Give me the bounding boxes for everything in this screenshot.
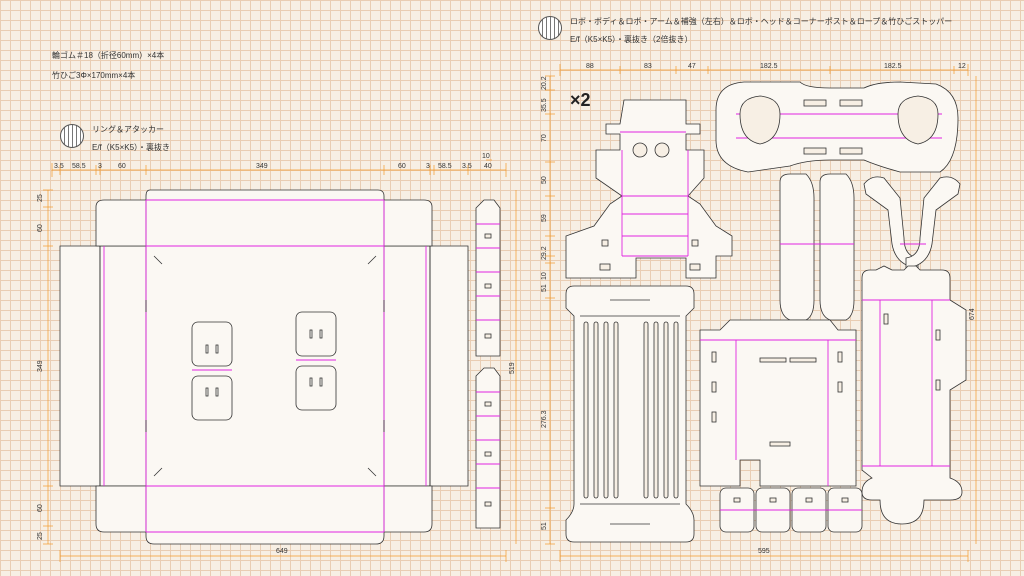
dim-label: 51: [541, 522, 548, 530]
left-dimensions: [43, 159, 517, 562]
corrugated-swatch-icon: [538, 16, 562, 40]
attacker-strip: [475, 199, 501, 529]
dim-label: 3: [426, 163, 430, 170]
dim-label: 3: [98, 163, 102, 170]
quantity-multiplier: ×2: [570, 90, 591, 110]
dim-label: 35.5: [541, 98, 548, 112]
dim-label: 20.2: [541, 76, 548, 90]
dim-label: 182.5: [760, 63, 778, 70]
right-dimension-labels: ×2 88 83 47 182.5 182.5 12 20.2 35.5 70 …: [541, 63, 976, 555]
right-part-material: E/f（K5×K5）・裏抜き（2倍抜き）: [570, 35, 693, 44]
dim-label: 182.5: [884, 63, 902, 70]
robot-arm-loops: [715, 81, 959, 173]
robot-head-die-cut: [861, 265, 967, 525]
dim-label: 595: [758, 548, 770, 555]
dim-label: 51: [541, 284, 548, 292]
dim-label: 47: [688, 63, 696, 70]
robot-body-die-cut: [565, 99, 733, 279]
dim-label: 519: [509, 362, 516, 374]
dim-label: 60: [37, 224, 44, 232]
dim-label: 276.3: [541, 410, 548, 428]
dim-label: 60: [37, 504, 44, 512]
right-dimensions: [545, 64, 977, 562]
rope-ladder-die-cut: [565, 285, 695, 543]
right-part-title: ロボ・ボディ＆ロボ・アーム＆補強（左右）＆ロボ・ヘッド＆コーナーポスト＆ロープ＆…: [570, 17, 953, 26]
bamboo-stopper-pieces: [719, 487, 863, 533]
dim-label: 674: [969, 308, 976, 320]
ring-die-cut: [59, 189, 469, 545]
dim-label: 70: [541, 134, 548, 142]
left-dimension-labels: 3.5 58.5 3 60 349 60 3 58.5 3.5 40 10 25…: [37, 153, 516, 555]
dim-label: 60: [118, 163, 126, 170]
dim-label: 83: [644, 63, 652, 70]
corrugated-swatch-icon: [60, 124, 84, 148]
dim-label: 29.2: [541, 246, 548, 260]
dim-label: 40: [484, 163, 492, 170]
reinforcement-pieces: [779, 173, 961, 321]
dim-label: 58.5: [72, 163, 86, 170]
dim-label: 50: [541, 176, 548, 184]
left-part-title: リング＆アタッカー: [92, 125, 164, 134]
bamboo-stick-note: 竹ひご3Φ×170mm×4本: [52, 71, 136, 80]
dim-label: 10: [541, 272, 548, 280]
dim-label: 59: [541, 214, 548, 222]
dim-label: 60: [398, 163, 406, 170]
dim-label: 10: [482, 153, 490, 160]
dim-label: 349: [256, 163, 268, 170]
rubber-band-note: 輪ゴム＃18（折径60mm）×4本: [52, 51, 165, 60]
dim-label: 25: [37, 532, 44, 540]
dim-label: 3.5: [54, 163, 64, 170]
corner-post-die-cut: [699, 319, 857, 487]
dim-label: 58.5: [438, 163, 452, 170]
dim-label: 649: [276, 548, 288, 555]
dim-label: 3.5: [462, 163, 472, 170]
dim-label: 25: [37, 194, 44, 202]
dim-label: 88: [586, 63, 594, 70]
dim-label: 349: [37, 360, 44, 372]
left-part-material: E/f（K5×K5）・裏抜き: [92, 143, 171, 152]
dim-label: 12: [958, 63, 966, 70]
